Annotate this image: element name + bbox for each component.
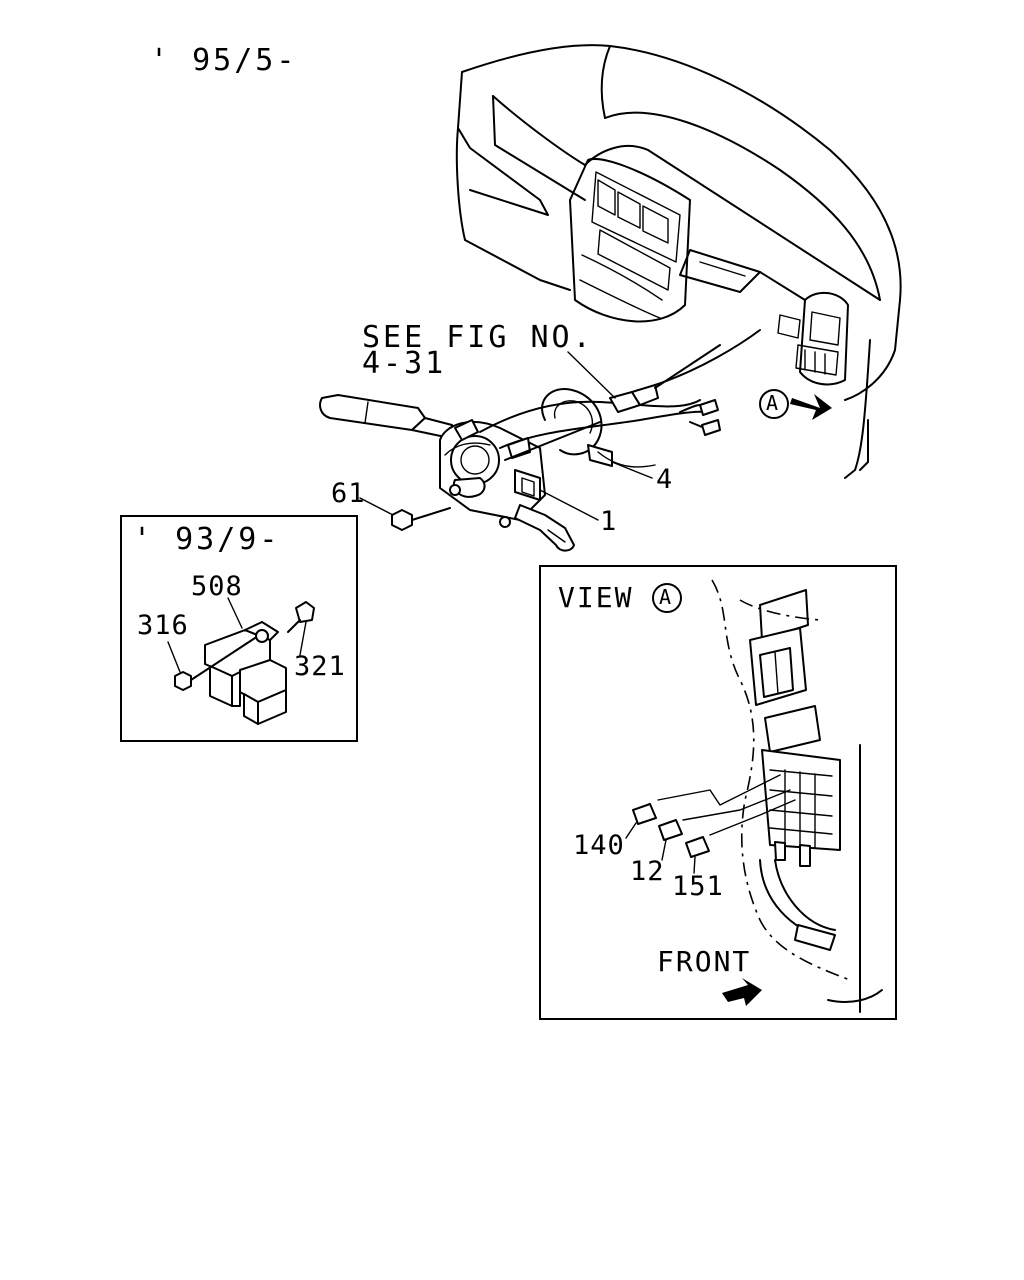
callout-321: 321 xyxy=(294,651,346,682)
view-a-circle xyxy=(652,583,682,613)
combination-switch-illustration xyxy=(319,329,761,552)
callout-151: 151 xyxy=(672,871,724,902)
see-fig-label-line2: 4-31 xyxy=(362,346,447,381)
fuse-box-illustration xyxy=(632,579,883,1013)
see-fig-label-line1: SEE FIG NO. xyxy=(362,320,594,355)
dashboard-illustration xyxy=(455,44,902,479)
leader-151 xyxy=(693,856,696,874)
view-a-marker xyxy=(759,389,832,420)
front-arrow-icon xyxy=(722,978,762,1006)
date-code-main: ' 95/5- xyxy=(150,43,298,78)
callout-12: 12 xyxy=(630,856,665,887)
relay-508-illustration xyxy=(174,601,315,725)
see-fig-leader xyxy=(567,351,616,399)
front-label: FRONT xyxy=(657,945,752,978)
view-title: VIEW xyxy=(558,581,634,614)
leader-508 xyxy=(227,597,243,629)
leader-4 xyxy=(611,461,653,479)
screw-61-illustration xyxy=(391,507,451,531)
view-title-marker: A xyxy=(659,585,673,609)
callout-61: 61 xyxy=(331,478,366,509)
leader-316 xyxy=(167,641,181,673)
callout-4: 4 xyxy=(656,464,674,495)
leader-12 xyxy=(661,839,667,861)
callout-508: 508 xyxy=(191,571,243,602)
callout-140: 140 xyxy=(573,830,625,861)
callout-316: 316 xyxy=(137,610,189,641)
date-code-inset: ' 93/9- xyxy=(133,522,281,557)
view-a-marker-letter: A xyxy=(766,391,780,415)
callout-1: 1 xyxy=(600,506,618,537)
leader-140 xyxy=(625,822,637,839)
leader-1 xyxy=(539,489,599,521)
inset-view-a-frame xyxy=(539,565,897,1020)
leader-321 xyxy=(299,621,307,656)
leader-61 xyxy=(359,497,394,516)
inset-93-9-frame xyxy=(120,515,358,742)
